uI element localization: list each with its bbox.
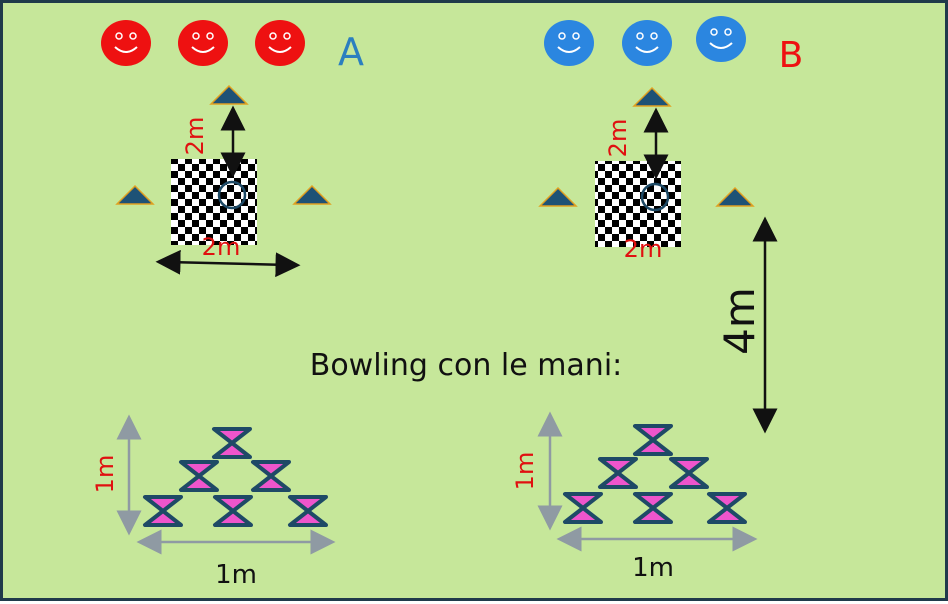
lane-length-label: 4m: [715, 287, 764, 355]
hourglass-pin-icon: [251, 460, 291, 492]
square-width-label: 2m: [202, 233, 241, 261]
pins-group-b: 1m 1m: [511, 411, 758, 583]
hourglass-pin-icon: [288, 495, 328, 527]
hourglass-pin-icon: [179, 460, 219, 492]
pins-group-a: 1m 1m: [91, 414, 336, 590]
smiley-face-icon: [254, 19, 306, 67]
hourglass-pin-icon: [633, 492, 673, 524]
pins-height-label: 1m: [91, 455, 119, 494]
cone-icon: [293, 185, 331, 205]
smiley-face-icon: [100, 19, 152, 67]
hourglass-pin-icon: [212, 427, 252, 459]
square-width-arrow: [155, 249, 301, 278]
target-circle: [640, 182, 670, 212]
smiley-face-icon: [695, 15, 747, 63]
team-b-players: [543, 15, 747, 67]
page-title: Bowling con le mani:: [310, 348, 623, 383]
cone-icon: [210, 85, 248, 105]
smiley-face-icon: [177, 19, 229, 67]
pins-height-label: 1m: [511, 452, 539, 491]
cone-icon: [633, 87, 671, 107]
team-a-players: [100, 19, 306, 67]
target-circle: [217, 180, 247, 210]
hourglass-pin-icon: [598, 457, 638, 489]
team-b-label: B: [779, 35, 804, 76]
smiley-face-icon: [621, 19, 673, 67]
field-diagram: A B 2m 2m 2m 2m 4m Bowling con le mani:: [91, 15, 804, 590]
hourglass-pin-icon: [707, 492, 747, 524]
hourglass-pin-icon: [633, 424, 673, 456]
hourglass-pin-icon: [563, 492, 603, 524]
station-b: 2m 2m: [539, 87, 754, 263]
hourglass-pin-icon: [143, 495, 183, 527]
smiley-face-icon: [543, 19, 595, 67]
pins-width-label: 1m: [632, 553, 674, 583]
station-a: 2m 2m: [116, 85, 331, 278]
pins-width-label: 1m: [215, 560, 257, 590]
cone-icon: [716, 187, 754, 207]
cone-icon: [539, 187, 577, 207]
team-a-label: A: [338, 30, 364, 74]
cone-distance-label: 2m: [604, 119, 632, 158]
hourglass-pin-icon: [213, 495, 253, 527]
hourglass-pin-icon: [669, 457, 709, 489]
square-width-label: 2m: [624, 235, 663, 263]
cone-icon: [116, 185, 154, 205]
cone-distance-label: 2m: [181, 117, 209, 156]
